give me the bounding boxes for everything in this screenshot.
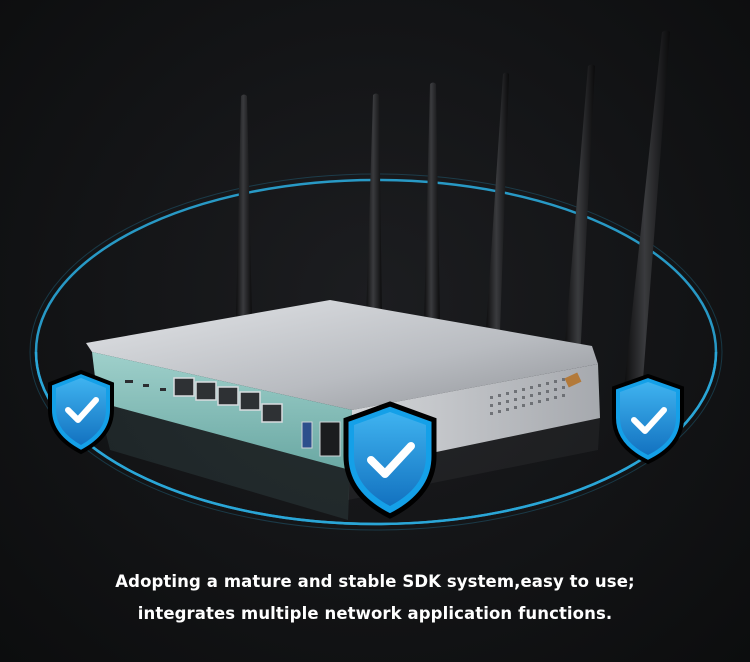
antenna-icon [236,30,670,392]
caption-line-2: integrates multiple network application … [137,604,613,623]
shield-check-icon [612,373,684,465]
shield-check-icon [343,401,437,519]
caption-line-1: Adopting a mature and stable SDK system,… [115,572,635,591]
shield-check-icon [48,369,114,455]
feature-caption: Adopting a mature and stable SDK system,… [0,566,750,630]
